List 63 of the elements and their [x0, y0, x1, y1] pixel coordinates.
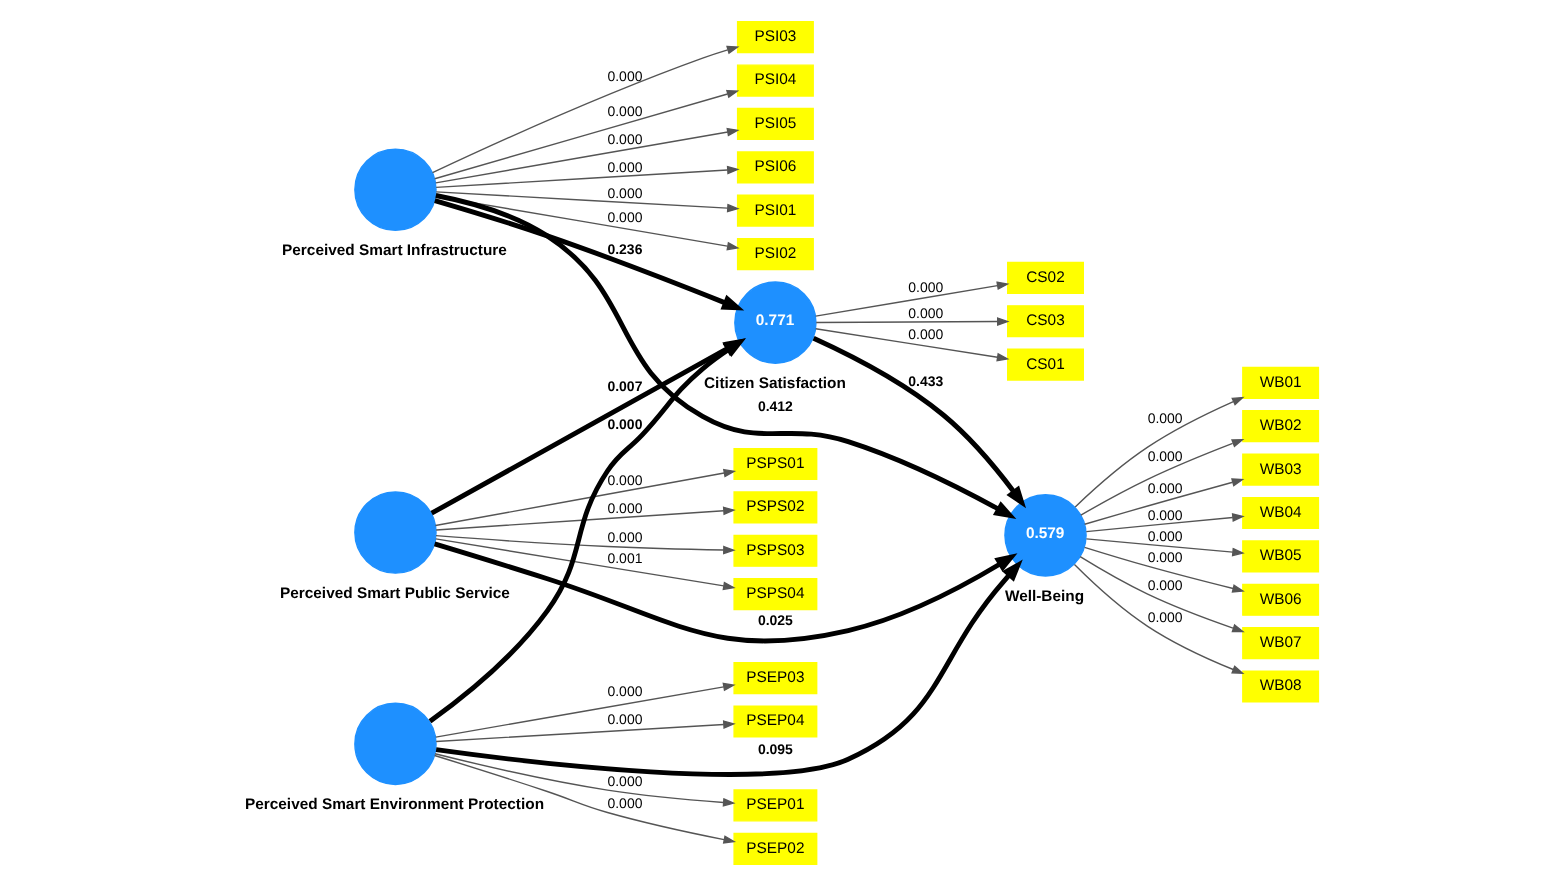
- node-box: PSEP04: [733, 705, 818, 738]
- arrow: [434, 468, 737, 527]
- node-box: PSI01: [736, 194, 814, 227]
- node-box: CS01: [1007, 348, 1084, 381]
- arrow: [434, 198, 745, 311]
- arrow: [435, 165, 740, 189]
- arrow: [435, 506, 736, 531]
- node-box: WB04: [1242, 496, 1320, 530]
- node-box: WB07: [1242, 627, 1320, 660]
- node-box: WB06: [1242, 583, 1320, 616]
- arrow: [1085, 538, 1245, 557]
- node-box: PSEP02: [733, 832, 818, 865]
- node-box: WB08: [1242, 670, 1320, 703]
- arrow: [1083, 546, 1245, 593]
- node-box: PSI04: [736, 64, 814, 97]
- arrow: [1073, 563, 1245, 674]
- arrow: [431, 45, 740, 174]
- arrow: [1080, 438, 1245, 516]
- arrow: [435, 682, 736, 738]
- node-box: PSI02: [736, 238, 814, 271]
- arrow: [812, 336, 1027, 509]
- node-box: WB03: [1242, 453, 1320, 486]
- arrow: [435, 127, 740, 184]
- arrow: [1079, 556, 1245, 633]
- arrow: [434, 753, 736, 807]
- node-label: Perceived Smart Public Service: [279, 584, 510, 603]
- node-box: PSEP03: [733, 662, 818, 695]
- node-circle: 0.771: [734, 281, 817, 364]
- node-box: WB01: [1242, 366, 1320, 399]
- node-circle: 0.579: [1004, 494, 1087, 577]
- node-box: PSI05: [736, 107, 814, 140]
- arrow: [814, 281, 1010, 317]
- node-box: WB02: [1242, 410, 1320, 443]
- node-box: PSPS01: [733, 447, 818, 481]
- arrow: [435, 191, 740, 213]
- node-circle: [354, 702, 437, 786]
- node-label: Perceived Smart Infrastructure: [282, 241, 507, 260]
- node-box: PSPS04: [733, 578, 818, 611]
- arrow: [814, 328, 1010, 362]
- arrow: [1085, 513, 1245, 533]
- arrow: [435, 720, 736, 743]
- node-label: Perceived Smart Environment Protection: [245, 795, 545, 814]
- node-box: CS03: [1007, 305, 1084, 338]
- arrow: [1083, 478, 1245, 525]
- arrow: [435, 559, 1023, 777]
- arrow: [433, 754, 737, 844]
- node-box: PSI06: [736, 151, 814, 184]
- node-box: PSPS03: [733, 534, 818, 567]
- node-box: PSI03: [736, 21, 814, 54]
- node-circle: [354, 491, 437, 574]
- node-circle: [354, 148, 437, 231]
- arrow: [1074, 396, 1245, 508]
- arrow: [435, 534, 736, 555]
- node-box: PSPS02: [733, 491, 818, 524]
- node-label: Well-Being: [1004, 586, 1085, 605]
- arrow: [434, 89, 740, 180]
- node-label: Citizen Satisfaction: [704, 374, 846, 393]
- node-box: PSEP01: [733, 789, 818, 822]
- node-box: CS02: [1007, 261, 1084, 294]
- node-box: WB05: [1242, 540, 1320, 573]
- arrow: [815, 317, 1010, 326]
- arrow: [435, 538, 736, 591]
- arrow: [433, 541, 1018, 644]
